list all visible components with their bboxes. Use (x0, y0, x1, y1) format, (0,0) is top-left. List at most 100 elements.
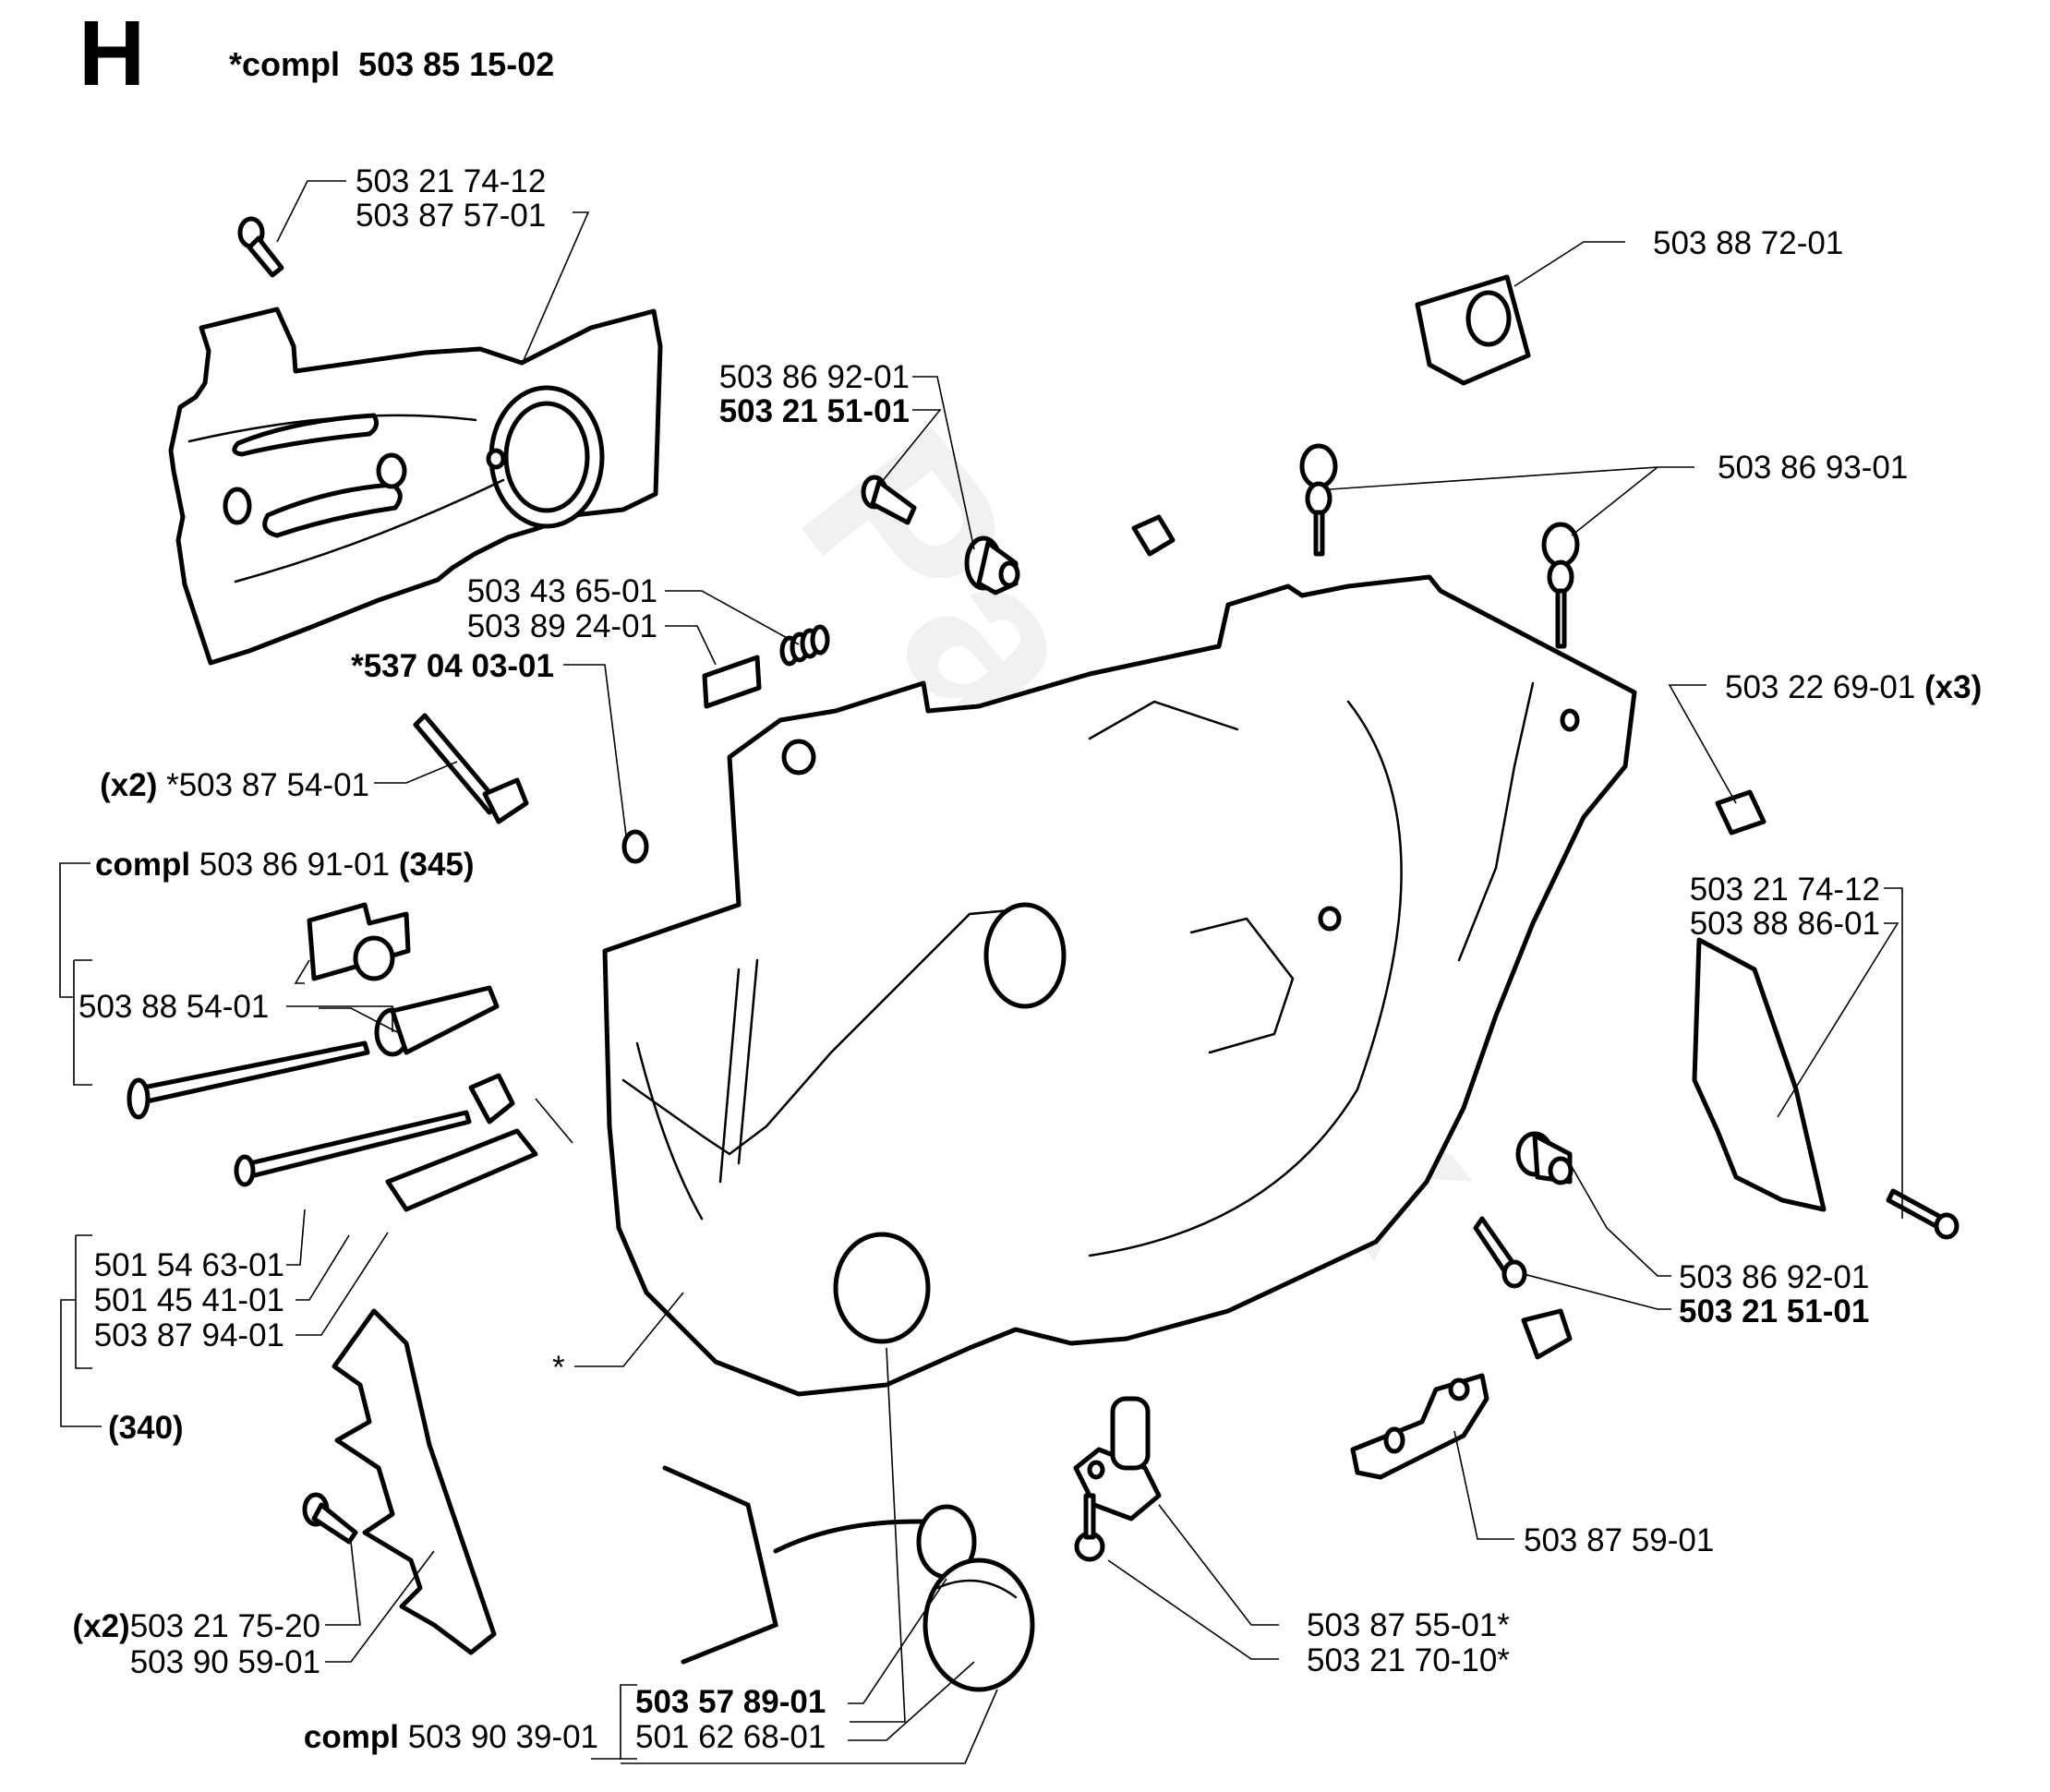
oil-filter-screw[interactable] (1074, 1493, 1105, 1562)
part-label-segment: (340) (108, 1410, 184, 1446)
right-guard-screw[interactable] (1886, 1188, 1960, 1240)
part-label-l05[interactable]: 503 88 72-01 (1653, 225, 1843, 261)
part-label-l09[interactable]: *537 04 03-01 (351, 648, 554, 684)
part-label-l26[interactable]: 503 87 55-01* (1307, 1607, 1510, 1643)
part-label-segment: 503 86 91-01 (190, 847, 399, 883)
part-label-l16[interactable]: 501 54 63-01 (94, 1247, 284, 1283)
bumper-spike[interactable] (332, 1308, 497, 1655)
part-label-segment: 503 89 24-01 (467, 608, 657, 644)
part-label-segment: *537 04 03-01 (351, 648, 554, 684)
part-label-l14[interactable]: 503 88 86-01 (1690, 906, 1880, 942)
chain-guard-cover[interactable] (168, 307, 663, 666)
part-label-segment: * (552, 1350, 565, 1386)
part-label-segment: *503 87 54-01 (157, 767, 369, 803)
part-label-segment: 503 21 74-12 (1690, 872, 1880, 908)
part-label-segment: compl (304, 1719, 399, 1755)
assembly-header-prefix: *compl (229, 45, 340, 83)
part-label-l06[interactable]: 503 86 93-01 (1718, 450, 1908, 486)
part-label-l30[interactable]: 501 62 68-01 (635, 1719, 826, 1755)
part-label-l19[interactable]: * (552, 1350, 565, 1386)
fuel-cap-strap[interactable] (662, 1465, 977, 1665)
tensioner-screw-2[interactable] (234, 1110, 472, 1187)
part-label-segment: 503 87 55-01* (1307, 1607, 1510, 1643)
pad[interactable] (702, 655, 762, 709)
part-label-segment: 503 22 69-01 (1725, 669, 1924, 705)
part-label-segment: 503 87 57-01 (356, 198, 546, 234)
cover-screw[interactable] (237, 216, 284, 278)
tensioner-plate[interactable] (385, 1128, 538, 1212)
part-label-l15[interactable]: 503 88 54-01 (78, 989, 269, 1025)
part-label-l11[interactable]: (x2) *503 87 54-01 (100, 767, 369, 803)
part-label-l20[interactable]: 503 86 92-01 (1679, 1259, 1869, 1295)
av-buffer-1[interactable] (1299, 443, 1338, 557)
part-label-segment: 503 88 72-01 (1653, 225, 1843, 261)
chain-catcher-bolt[interactable] (413, 713, 529, 824)
part-label-segment: 503 90 39-01 (399, 1719, 598, 1755)
tensioner-nut[interactable] (468, 1073, 515, 1125)
part-label-l25[interactable]: 503 90 59-01 (130, 1644, 320, 1680)
part-label-segment: 503 87 59-01 (1524, 1522, 1714, 1558)
clip-top[interactable] (1131, 514, 1176, 557)
part-label-segment: 503 21 51-01 (1679, 1293, 1869, 1329)
part-label-segment: (x2) (100, 767, 157, 803)
section-letter: H (78, 2, 145, 105)
part-label-l18[interactable]: 503 87 94-01 (94, 1317, 284, 1353)
part-label-l10[interactable]: 503 22 69-01 (x3) (1725, 669, 1982, 705)
part-label-l29[interactable]: compl 503 90 39-01 (304, 1719, 598, 1755)
part-label-segment: 503 43 65-01 (467, 573, 657, 609)
right-guard-plate[interactable] (1692, 937, 1827, 1212)
part-label-l13[interactable]: 503 21 74-12 (1690, 872, 1880, 908)
part-label-segment: 503 21 75-20 (130, 1608, 320, 1644)
spike-screw[interactable] (302, 1492, 358, 1545)
part-label-segment: 503 86 93-01 (1718, 450, 1908, 486)
part-label-segment: 503 88 54-01 (78, 989, 269, 1025)
spring[interactable] (779, 624, 830, 667)
clip-bottom-right[interactable] (1521, 1308, 1573, 1360)
part-label-l24[interactable]: (x2)503 21 75-20 (72, 1608, 320, 1644)
fuel-cap[interactable] (922, 1557, 1035, 1692)
assembly-header-part: 503 85 15-02 (358, 45, 554, 83)
part-label-l01[interactable]: 503 21 74-12 (356, 163, 546, 199)
part-label-segment: 501 45 41-01 (94, 1282, 284, 1318)
part-label-l17[interactable]: 501 45 41-01 (94, 1282, 284, 1318)
part-label-l03[interactable]: 503 86 92-01 (719, 359, 910, 395)
part-label-l02[interactable]: 503 87 57-01 (356, 198, 546, 234)
part-label-l12[interactable]: compl 503 86 91-01 (345) (95, 847, 475, 883)
part-label-segment: (x3) (1924, 669, 1982, 705)
bar-bolt-spacer-right[interactable] (1515, 1131, 1574, 1185)
part-label-segment: 503 21 51-01 (719, 393, 910, 429)
bar-bolt-right[interactable] (1473, 1216, 1527, 1289)
part-label-l27[interactable]: 503 21 70-10* (1307, 1642, 1510, 1678)
bar-bolt-spacer-top[interactable] (964, 535, 1020, 595)
tensioner-bracket[interactable] (307, 902, 411, 981)
part-label-l21[interactable]: 503 21 51-01 (1679, 1293, 1869, 1329)
part-label-segment: 503 86 92-01 (719, 359, 910, 395)
part-label-l28[interactable]: 503 57 89-01 (635, 1684, 826, 1720)
filter-insert[interactable] (621, 829, 649, 864)
part-label-segment: 503 57 89-01 (635, 1684, 826, 1720)
part-label-segment: 503 21 70-10* (1307, 1642, 1510, 1678)
assembly-header: *compl 503 85 15-02 (229, 45, 554, 83)
av-buffer-2[interactable] (1541, 522, 1580, 649)
clip-right[interactable] (1715, 789, 1767, 836)
part-label-segment: (x2) (72, 1608, 129, 1644)
part-label-segment: 503 88 86-01 (1690, 906, 1880, 942)
chain-catcher-plate[interactable] (1350, 1373, 1489, 1480)
part-label-segment: 501 62 68-01 (635, 1719, 826, 1755)
crankcase[interactable] (602, 574, 1637, 1397)
part-label-l08[interactable]: 503 89 24-01 (467, 608, 657, 644)
part-label-l22[interactable]: (340) (108, 1410, 184, 1446)
part-label-l07[interactable]: 503 43 65-01 (467, 573, 657, 609)
part-label-segment: compl (95, 847, 190, 883)
part-label-segment: 501 54 63-01 (94, 1247, 284, 1283)
tensioner-gear[interactable] (374, 985, 500, 1057)
part-label-l04[interactable]: 503 21 51-01 (719, 393, 910, 429)
part-label-segment: 503 21 74-12 (356, 163, 546, 199)
part-label-segment: (345) (399, 847, 475, 883)
air-filter-gasket[interactable] (1415, 274, 1531, 386)
part-label-l23[interactable]: 503 87 59-01 (1524, 1522, 1714, 1558)
tensioner-screw[interactable] (127, 1040, 370, 1120)
part-label-segment: 503 87 94-01 (94, 1317, 284, 1353)
